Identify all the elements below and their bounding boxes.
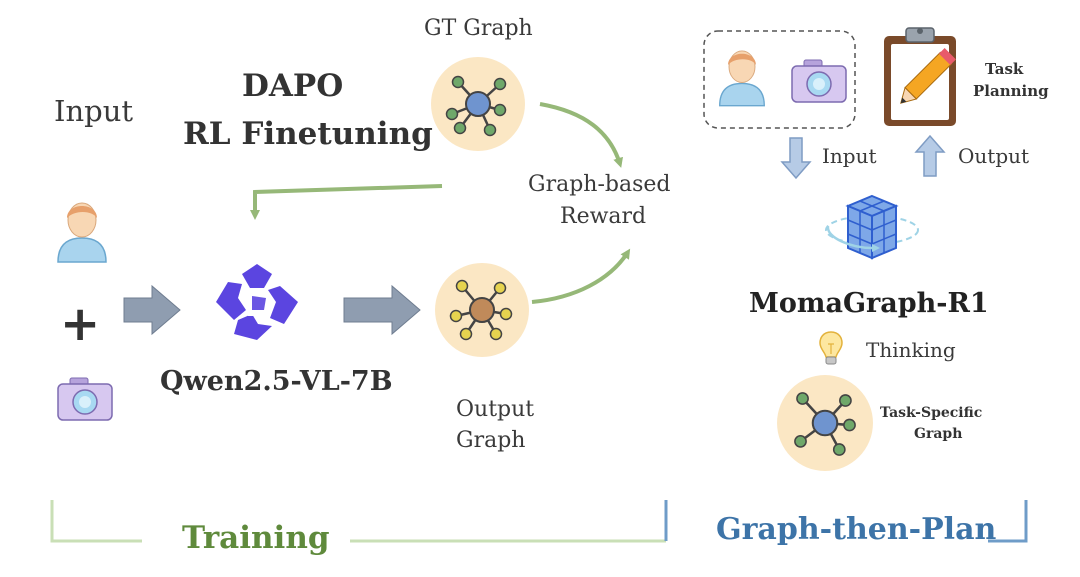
task-planning-line1: Task [985,60,1024,78]
clipboard-pencil-icon [884,27,956,126]
gt-graph-icon [431,57,525,151]
reward-label-line2: Reward [560,204,647,229]
training-bracket-left [50,500,142,543]
output-graph-icon [435,263,529,357]
right-input-label: Input [822,144,877,168]
task-planning-line2: Planning [973,82,1049,100]
plan-bracket-right [988,500,1028,543]
thinking-label: Thinking [866,338,956,362]
output-to-reward-arrow [531,248,631,304]
model-to-output-arrow [343,284,421,336]
right-output-label: Output [958,144,1030,168]
task-graph-line1: Task-Specific [880,405,983,421]
right-output-arrow [914,134,946,177]
training-title-line1: DAPO [242,68,344,104]
training-section-label: Training [182,520,330,556]
plus-sign: + [60,296,101,352]
gt-to-reward-arrow [539,102,623,168]
training-title-line2: RL Finetuning [183,116,433,152]
camera-icon [57,377,113,421]
reward-label-line1: Graph-based [528,172,671,197]
task-specific-graph-icon [777,375,873,471]
task-graph-line2: Graph [914,426,963,442]
right-input-arrow [780,137,812,180]
user-icon [57,202,107,263]
input-group-box [703,30,856,129]
feedback-arrow [250,184,443,220]
model-name-right: MomaGraph-R1 [749,288,989,319]
model-name-left: Qwen2.5-VL-7B [160,366,393,397]
momagraph-cube-icon [825,194,919,260]
qwen-model-logo-icon [216,264,298,340]
input-label: Input [54,94,134,128]
user-icon-right [719,50,765,107]
gt-graph-label: GT Graph [424,16,533,41]
input-to-model-arrow [123,284,181,336]
output-graph-line2: Graph [456,428,526,453]
lightbulb-icon [819,331,843,365]
camera-icon-right [791,59,847,103]
output-graph-line1: Output [456,397,535,422]
graph-then-plan-label: Graph-then-Plan [716,512,997,547]
